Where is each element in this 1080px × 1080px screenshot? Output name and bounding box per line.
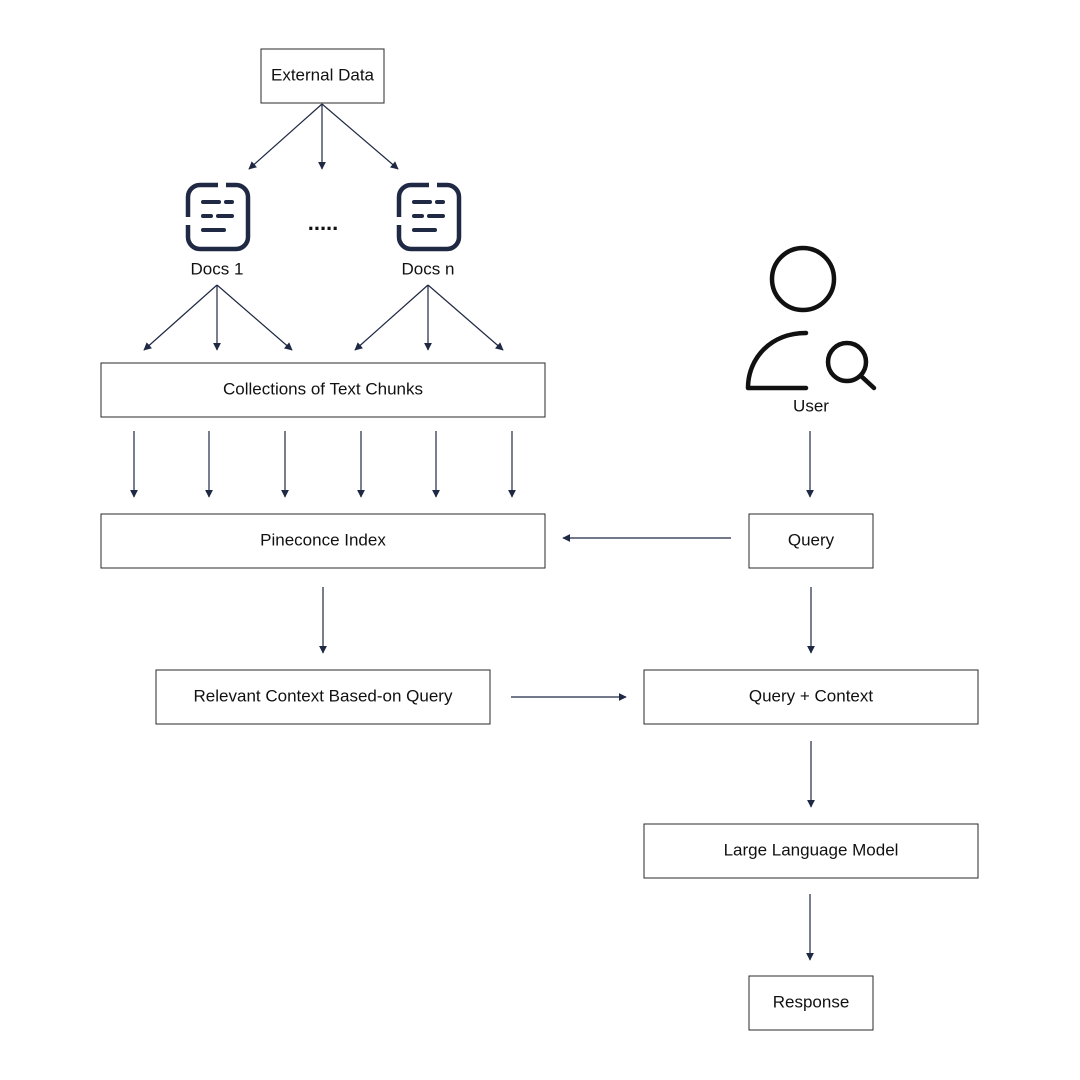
llm-node: Large Language Model	[643, 823, 979, 879]
docs-1-label: Docs 1	[191, 259, 244, 278]
query-node: Query	[748, 513, 874, 569]
relevant-context-node: Relevant Context Based-on Query	[155, 669, 491, 725]
pinecone-index-node: Pineconce Index	[100, 513, 546, 569]
document-list-icon	[394, 180, 462, 252]
arrow	[354, 284, 429, 351]
llm-label: Large Language Model	[724, 840, 899, 859]
document-list-icon	[183, 180, 251, 252]
response-label: Response	[773, 992, 850, 1011]
query-context-label: Query + Context	[749, 686, 874, 705]
arrow	[321, 103, 399, 170]
docs-ellipsis: .....	[308, 210, 339, 235]
query-context-node: Query + Context	[643, 669, 979, 725]
query-label: Query	[788, 530, 835, 549]
collections-node: Collections of Text Chunks	[100, 362, 546, 418]
user-label: User	[793, 396, 829, 415]
external-data-node: External Data	[260, 48, 385, 104]
arrow	[248, 103, 323, 170]
docs-n-label: Docs n	[402, 259, 455, 278]
arrows-collections-to-index	[130, 431, 516, 498]
external-data-label: External Data	[271, 65, 375, 84]
response-node: Response	[748, 975, 874, 1031]
collections-label: Collections of Text Chunks	[223, 379, 423, 398]
pinecone-index-label: Pineconce Index	[260, 530, 386, 549]
user-search-icon	[745, 245, 877, 391]
relevant-context-label: Relevant Context Based-on Query	[194, 686, 453, 705]
arrows-docs-to-collections	[143, 284, 504, 351]
arrow	[427, 284, 504, 351]
arrows-external-to-docs	[248, 103, 399, 170]
arrow	[143, 284, 218, 351]
arrow	[216, 284, 293, 351]
